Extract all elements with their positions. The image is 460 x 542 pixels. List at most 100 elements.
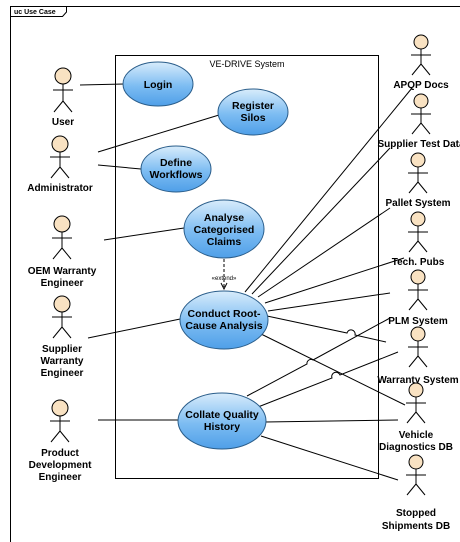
actor-label: Tech. Pubs xyxy=(392,257,445,268)
svg-text:Conduct Root-Cause Analysis: Conduct Root-Cause Analysis xyxy=(185,308,262,332)
actor-head-icon xyxy=(54,67,72,85)
assoc-collate-warranty xyxy=(257,351,399,408)
actor-head-icon xyxy=(410,211,426,227)
assoc-collate-stopped xyxy=(260,435,399,481)
use-case-conduct-root-cause-analysis[interactable]: Conduct Root-Cause Analysis xyxy=(179,290,269,350)
assoc-oem-analyse xyxy=(103,227,185,241)
use-case-label: Claims xyxy=(207,236,242,248)
actor-user[interactable]: User xyxy=(52,67,74,128)
assoc-admin-define xyxy=(97,164,142,170)
actor-label: Vehicle xyxy=(399,430,434,441)
svg-text:Warranty System: Warranty System xyxy=(377,375,458,386)
use-case-label: Silos xyxy=(240,112,265,124)
actor-label: OEM Warranty xyxy=(28,266,97,277)
assoc-conduct-techpubs xyxy=(264,257,405,304)
assoc-conduct-pallet xyxy=(257,207,391,298)
assoc-admin-register xyxy=(97,114,220,153)
actor-head-icon xyxy=(51,399,69,417)
actor-label: Stopped xyxy=(396,508,436,519)
actor-label: Supplier Test Data xyxy=(377,139,460,150)
assoc-collate-plm xyxy=(246,317,391,397)
actor-head-icon xyxy=(53,215,71,233)
diagram-frame: uc Use Case xyxy=(10,6,460,542)
use-case-label: Register xyxy=(232,100,274,112)
actor-apqp-docs[interactable]: APQP Docs xyxy=(393,34,449,91)
actor-label: Shipments DB xyxy=(382,521,450,532)
actor-warranty-system[interactable]: Warranty System xyxy=(377,326,459,386)
actor-label: Administrator xyxy=(27,183,93,194)
assoc-conduct-plm xyxy=(267,292,391,312)
actor-head-icon xyxy=(410,269,426,285)
svg-text:Supplier Test Data: Supplier Test Data xyxy=(377,139,460,150)
actor-label: Development xyxy=(29,460,92,471)
svg-text:Administrator: Administrator xyxy=(27,183,93,194)
svg-text:APQP Docs: APQP Docs xyxy=(393,80,449,91)
associations xyxy=(79,83,413,481)
actor-plm-system[interactable]: PLM System xyxy=(388,269,448,327)
actor-head-icon xyxy=(408,454,424,470)
use-case-login[interactable]: Login xyxy=(122,61,194,107)
system-name: VE-DRIVE System xyxy=(209,59,284,69)
actor-pallet-system[interactable]: Pallet System xyxy=(385,152,451,209)
assoc-collate-vehiclediag xyxy=(264,419,399,423)
svg-text:User: User xyxy=(52,117,74,128)
use-case-label: Conduct Root- xyxy=(188,308,261,320)
actor-tech-pubs[interactable]: Tech. Pubs xyxy=(392,211,445,268)
assoc-conduct-warranty xyxy=(266,315,387,343)
assoc-conduct-supplier-test xyxy=(251,147,391,295)
use-case-label: Workflows xyxy=(150,169,203,181)
actor-supplier-test-data[interactable]: Supplier Test Data xyxy=(377,93,460,150)
actor-label: Warranty System xyxy=(377,375,458,386)
use-case-label: Login xyxy=(144,79,173,91)
svg-text:PLM System: PLM System xyxy=(388,316,448,327)
actor-label: Engineer xyxy=(39,472,82,483)
actor-head-icon xyxy=(53,295,71,313)
actor-head-icon xyxy=(413,93,429,109)
svg-text:Login: Login xyxy=(144,79,173,91)
extend-label: «extend» xyxy=(212,276,237,282)
extend-relationship: «extend» xyxy=(212,259,237,291)
svg-text:Tech. Pubs: Tech. Pubs xyxy=(392,257,445,268)
actor-head-icon xyxy=(51,135,69,153)
actor-head-icon xyxy=(413,34,429,50)
use-case-label: Collate Quality xyxy=(185,409,259,421)
use-case-label: Analyse xyxy=(204,212,244,224)
assoc-supplier-conduct xyxy=(87,317,186,339)
frame-label: uc Use Case xyxy=(14,9,56,16)
svg-text:Pallet System: Pallet System xyxy=(385,198,450,209)
actor-administrator[interactable]: Administrator xyxy=(27,135,93,194)
actor-head-icon xyxy=(410,152,426,168)
use-case-label: Define xyxy=(160,157,192,169)
actor-label: Engineer xyxy=(41,278,84,289)
use-case-label: History xyxy=(204,421,240,433)
assoc-user-login xyxy=(79,83,125,86)
actor-label: PLM System xyxy=(388,316,448,327)
use-case-label: Cause Analysis xyxy=(185,320,262,332)
actor-label: Product xyxy=(41,448,79,459)
actor-head-icon xyxy=(408,382,424,398)
actor-label: Supplier xyxy=(42,344,82,355)
actor-label: Warranty xyxy=(41,356,84,367)
actor-head-icon xyxy=(410,326,426,342)
actor-label: Diagnostics DB xyxy=(379,442,453,453)
use-case-label: Categorised xyxy=(194,224,255,236)
actor-label: User xyxy=(52,117,74,128)
